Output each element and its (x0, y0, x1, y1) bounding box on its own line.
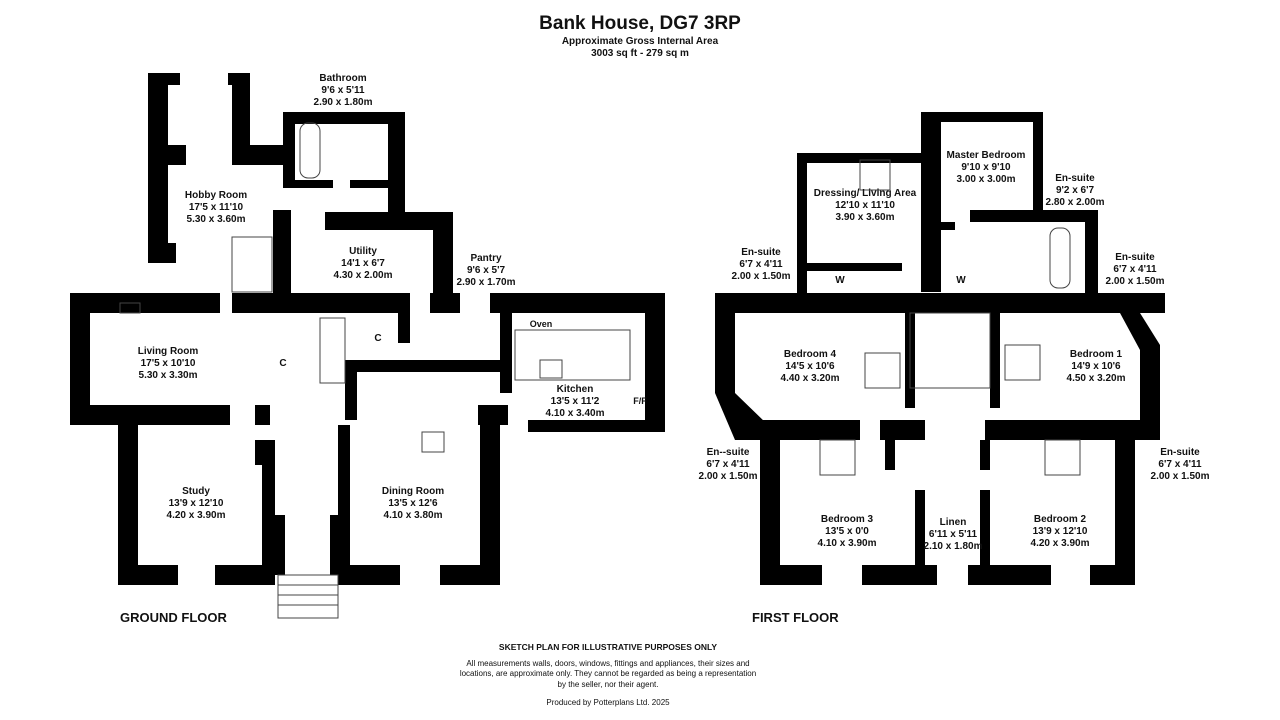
ground-floor-label: GROUND FLOOR (120, 610, 227, 625)
producer-credit: Produced by Potterplans Ltd. 2025 (546, 698, 670, 707)
first-floor-label: FIRST FLOOR (752, 610, 839, 625)
oven-marker: Oven (529, 319, 553, 329)
cupboard-marker: C (279, 358, 287, 369)
fridge-freezer-marker: F/F (633, 396, 647, 406)
first-floor-fittings (819, 159, 1081, 476)
property-title: Bank House, DG7 3RP (539, 13, 741, 34)
plan-title-block: Bank House, DG7 3RP Approximate Gross In… (539, 12, 741, 60)
ground-floor-fittings (119, 122, 631, 619)
ground-floor-walls (70, 73, 665, 585)
disclaimer-footer: SKETCH PLAN FOR ILLUSTRATIVE PURPOSES ON… (458, 642, 758, 709)
first-floor-walls (715, 112, 1165, 585)
cupboard-marker: C (374, 333, 382, 344)
sketch-plan-heading: SKETCH PLAN FOR ILLUSTRATIVE PURPOSES ON… (498, 642, 718, 652)
area-subtitle: Approximate Gross Internal Area (561, 36, 719, 47)
wardrobe-marker: W (835, 275, 845, 286)
gross-area: 3003 sq ft - 279 sq m (591, 48, 689, 59)
disclaimer-text: All measurements walls, doors, windows, … (459, 658, 757, 689)
wardrobe-marker: W (956, 275, 966, 286)
